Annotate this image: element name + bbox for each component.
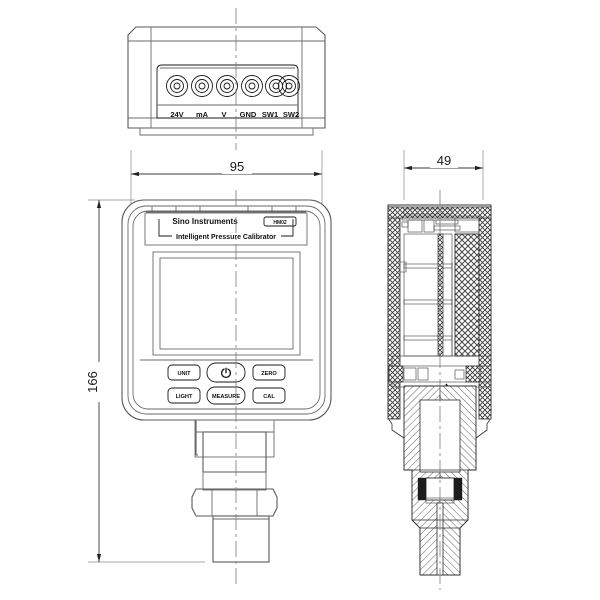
rib-1 — [403, 263, 453, 269]
button-measure[interactable] — [206, 386, 246, 405]
front-body-inner-2 — [132, 210, 321, 410]
section-ribs — [403, 263, 453, 341]
pcb-component-1 — [407, 219, 423, 233]
port-shoulder — [202, 471, 267, 491]
front-body-inner-1 — [127, 205, 326, 415]
keypad-row-1: UNIT ZERO — [167, 362, 286, 383]
sensor-left-block — [388, 365, 404, 383]
dimension-depth: 49 — [403, 150, 484, 200]
dimension-width: 95 — [130, 150, 323, 205]
lcd-display-bezel — [152, 251, 301, 356]
section-view — [387, 204, 492, 576]
button-measure-label: MEASURE — [212, 394, 240, 400]
front-view: Sino Instruments HM02 Intelligent Pressu… — [121, 199, 332, 563]
dimension-height: 166 — [85, 199, 205, 563]
terminal-labels: 24V mA V GND SW1 SW2 — [170, 110, 299, 119]
button-power[interactable] — [206, 362, 246, 383]
height-dimension-value: 166 — [85, 371, 100, 393]
terminal-label-gnd: GND — [240, 110, 257, 119]
button-light[interactable] — [167, 387, 201, 404]
sensor-component-2 — [417, 367, 429, 381]
pcb-top-strip — [403, 208, 453, 215]
rib-2 — [403, 299, 453, 305]
section-battery-block — [454, 233, 480, 357]
section-left-detail — [400, 261, 407, 273]
pcb-connector — [401, 221, 409, 228]
pcb-component-3 — [435, 219, 459, 225]
pcb-trace — [433, 225, 461, 231]
sensor-component-1 — [403, 367, 417, 381]
port-body — [202, 431, 267, 473]
terminal-screw-1 — [166, 75, 188, 97]
width-dimension-value: 95 — [230, 159, 244, 174]
button-unit-label: UNIT — [177, 371, 191, 377]
port-collar — [194, 419, 275, 458]
label-bracket-left — [158, 219, 172, 237]
power-icon — [220, 367, 232, 379]
section-cavity — [403, 233, 453, 357]
keypad-row-2: LIGHT MEASURE CAL — [167, 386, 286, 405]
sensor-right-block — [465, 365, 481, 383]
depth-text-mask — [430, 154, 458, 168]
model-badge-label: HM02 — [273, 220, 287, 226]
pcb-component-2 — [423, 219, 435, 233]
terminal-screw-4 — [241, 75, 263, 97]
button-zero[interactable] — [252, 364, 286, 381]
button-light-label: LIGHT — [176, 394, 193, 400]
width-text-mask — [222, 160, 252, 174]
terminal-screw-2 — [191, 75, 213, 97]
sensor-shelf — [391, 355, 492, 367]
label-plate — [144, 212, 308, 246]
front-top-tabs — [146, 206, 306, 213]
section-partition — [437, 233, 444, 357]
brand-name: Sino Instruments — [172, 217, 238, 226]
model-badge-box — [263, 216, 297, 227]
port-collar-left — [195, 420, 198, 456]
height-text-mask — [88, 362, 104, 402]
top-view-foot — [139, 128, 314, 136]
terminal-label-sw1: SW1 — [262, 110, 278, 119]
product-subtitle: Intelligent Pressure Calibrator — [176, 234, 276, 241]
top-view-outer-body — [127, 26, 326, 129]
terminal-label-24v: 24V — [170, 110, 183, 119]
port-hex-nut — [191, 488, 278, 517]
section-sensor-assembly — [388, 355, 492, 388]
section-top-pcb — [401, 208, 481, 233]
terminal-screw-3 — [216, 75, 238, 97]
terminal-label-sw2: SW2 — [283, 110, 299, 119]
top-view: 24V mA V GND SW1 SW2 — [127, 26, 326, 136]
depth-dimension-value: 49 — [437, 153, 451, 168]
terminal-screws — [166, 75, 300, 97]
section-capillary-tube — [436, 502, 444, 576]
label-bracket-right — [281, 219, 294, 237]
button-cal[interactable] — [252, 387, 286, 404]
pcb-component-4 — [454, 217, 480, 233]
terminal-screw-6 — [278, 75, 300, 97]
port-thread — [212, 515, 270, 563]
section-top-wall — [387, 206, 492, 219]
lcd-display-screen[interactable] — [159, 257, 294, 350]
terminal-screw-5 — [265, 75, 287, 97]
front-pressure-port — [191, 419, 278, 563]
terminal-label-ma: mA — [196, 110, 209, 119]
button-cal-label: CAL — [263, 394, 275, 400]
rib-3 — [403, 335, 453, 341]
button-unit[interactable] — [167, 364, 201, 381]
terminal-label-v: V — [221, 110, 226, 119]
terminal-block — [156, 64, 299, 119]
button-zero-label: ZERO — [261, 371, 277, 377]
sensor-component-3 — [454, 369, 465, 380]
